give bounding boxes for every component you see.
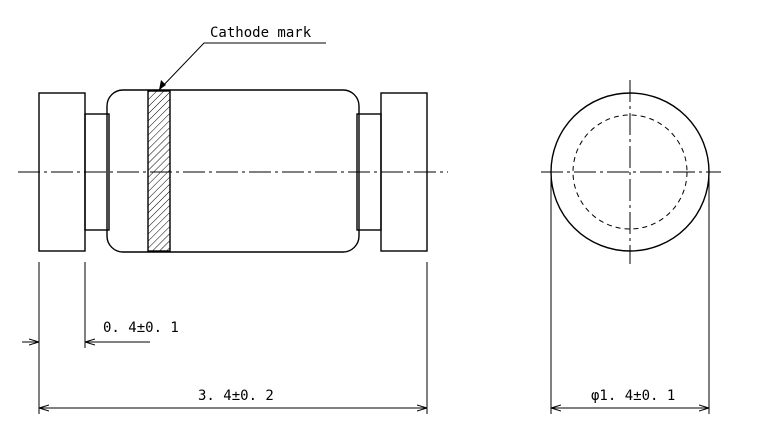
dim-diameter-label: φ1. 4±0. 1 [591,388,675,404]
dim-cap-width-label: 0. 4±0. 1 [103,320,179,336]
dim-total-length-label: 3. 4±0. 2 [198,388,274,404]
cathode-leader-arrowhead [159,80,166,90]
side-view: Cathode mark 0. 4±0. 1 3. 4±0. 2 [18,25,448,414]
cathode-mark-label: Cathode mark [210,25,312,41]
end-view: φ1. 4±0. 1 [541,80,721,414]
diode-body [106,89,360,253]
cathode-band [147,90,171,252]
cathode-mark-leader [158,42,326,91]
